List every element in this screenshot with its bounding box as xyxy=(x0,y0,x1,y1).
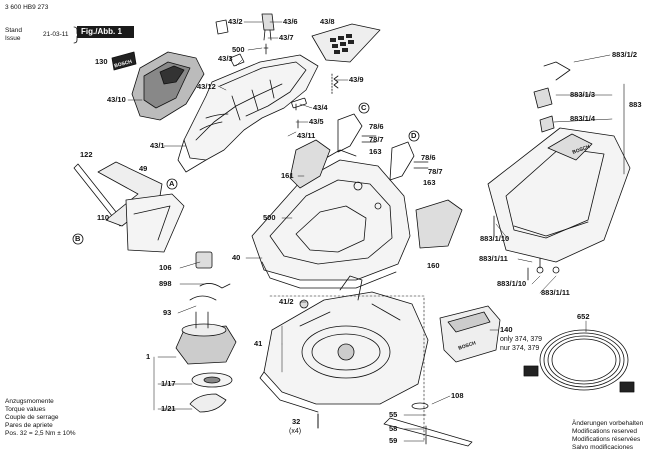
label-500-top: 500 xyxy=(232,45,245,54)
power-cable-652 xyxy=(523,329,635,393)
label-32-qty: (x4) xyxy=(289,428,302,435)
torque-note: Couple de serrage xyxy=(5,414,59,421)
label-32: 32 xyxy=(292,417,301,426)
label-43-8: 43/8 xyxy=(320,17,335,26)
brand-marks: BOSCH xyxy=(114,59,133,70)
dashed-leaders xyxy=(269,295,425,441)
label-43-12: 43/12 xyxy=(197,82,216,91)
label-140-note-en: only 374, 379 xyxy=(500,336,543,343)
torque-note: Anzugsmomente xyxy=(5,398,54,405)
label-93: 93 xyxy=(163,308,172,317)
label-883-1-2: 883/1/2 xyxy=(612,50,638,59)
blade-and-bolts xyxy=(383,402,473,447)
label-40: 40 xyxy=(232,253,241,262)
label-43-5: 43/5 xyxy=(309,117,324,126)
label-58: 58 xyxy=(389,424,398,433)
stand-label: Stand xyxy=(5,27,22,34)
label-106: 106 xyxy=(159,263,172,272)
label-49: 49 xyxy=(139,164,148,173)
label-callout-a: A xyxy=(169,179,175,188)
label-883-1-4: 883/1/4 xyxy=(570,114,596,123)
label-160: 160 xyxy=(427,261,440,270)
label-78-6-a: 78/6 xyxy=(369,122,384,131)
label-883: 883 xyxy=(629,100,642,109)
label-43-1: 43/1 xyxy=(150,141,165,150)
change-note: Modifications reserved xyxy=(572,428,638,435)
torque-note: Pos. 32 = 2,5 Nm ± 10% xyxy=(5,430,76,437)
label-callout-d: D xyxy=(411,131,417,140)
doc-number: 3 600 HB9 273 xyxy=(5,4,49,11)
battery-140 xyxy=(439,305,501,363)
label-41-2: 41/2 xyxy=(279,297,294,306)
change-notes: Änderungen vorbehalten Modifications res… xyxy=(572,420,643,452)
height-adjuster-parts xyxy=(73,161,185,253)
label-163-b: 163 xyxy=(423,178,436,187)
label-43-7: 43/7 xyxy=(279,33,294,42)
svg-text:BOSCH: BOSCH xyxy=(572,144,591,156)
label-43-6: 43/6 xyxy=(283,17,298,26)
callout-circles xyxy=(72,102,420,245)
label-108: 108 xyxy=(451,391,464,400)
grass-box-883 xyxy=(487,61,631,281)
label-652: 652 xyxy=(577,312,590,321)
label-130: 130 xyxy=(95,57,108,66)
chassis-cover-40 xyxy=(251,149,411,289)
change-note: Salvo modificaciones xyxy=(572,444,634,451)
label-883-1-3: 883/1/3 xyxy=(570,90,596,99)
mower-deck-41 xyxy=(259,275,429,429)
upper-handle-assembly xyxy=(177,54,319,173)
label-140-note-de: nur 374, 379 xyxy=(500,345,540,352)
label-1-17: 1/17 xyxy=(161,379,176,388)
label-55: 55 xyxy=(389,410,398,419)
label-43-11: 43/11 xyxy=(297,131,316,140)
label-callout-c: C xyxy=(361,103,367,112)
label-78-7-a: 78/7 xyxy=(369,135,384,144)
figure-badge: Fig./Abb. 1 xyxy=(77,26,134,38)
label-110: 110 xyxy=(97,213,110,222)
label-883-1-10-a: 883/1/10 xyxy=(480,234,510,243)
label-883-1-11-b: 883/1/11 xyxy=(541,288,570,297)
keypad-43-8 xyxy=(311,23,381,63)
handle-small-parts xyxy=(215,13,339,129)
label-78-7-b: 78/7 xyxy=(428,167,443,176)
brand-marks-dark: BOSCH BOSCH xyxy=(458,144,591,352)
svg-text:BOSCH: BOSCH xyxy=(458,340,477,351)
svg-text:BOSCH: BOSCH xyxy=(114,59,133,70)
grass-box-lid-130 xyxy=(111,51,205,121)
label-1-21: 1/21 xyxy=(161,404,176,413)
issue-label: Issue xyxy=(5,35,21,42)
label-41: 41 xyxy=(254,339,263,348)
issue-date: 21-03-11 xyxy=(43,31,69,38)
label-163-a: 163 xyxy=(369,147,382,156)
change-note: Änderungen vorbehalten xyxy=(572,420,644,427)
label-500-mid: 500 xyxy=(263,213,276,222)
label-883-1-11-a: 883/1/11 xyxy=(479,254,508,263)
label-161: 161 xyxy=(281,171,294,180)
label-883-1-10-b: 883/1/10 xyxy=(497,279,527,288)
label-122: 122 xyxy=(80,150,93,159)
change-note: Modifications réservées xyxy=(572,436,641,443)
label-78-6-b: 78/6 xyxy=(421,153,436,162)
torque-notes: Anzugsmomente Torque values Couple de se… xyxy=(5,398,76,438)
label-1: 1 xyxy=(146,352,151,361)
leader-lines xyxy=(121,21,613,442)
label-898: 898 xyxy=(159,279,172,288)
label-59: 59 xyxy=(389,436,398,445)
torque-note: Pares de apriete xyxy=(5,422,53,429)
label-callout-b: B xyxy=(75,234,81,243)
label-140: 140 xyxy=(500,325,513,334)
label-43-4: 43/4 xyxy=(313,103,328,112)
torque-note: Torque values xyxy=(5,406,46,413)
label-43-9: 43/9 xyxy=(349,75,364,84)
motor-assembly-1 xyxy=(175,251,237,413)
label-43-2: 43/2 xyxy=(228,17,243,26)
label-43-10: 43/10 xyxy=(107,95,126,104)
label-43-3: 43/3 xyxy=(218,54,233,63)
